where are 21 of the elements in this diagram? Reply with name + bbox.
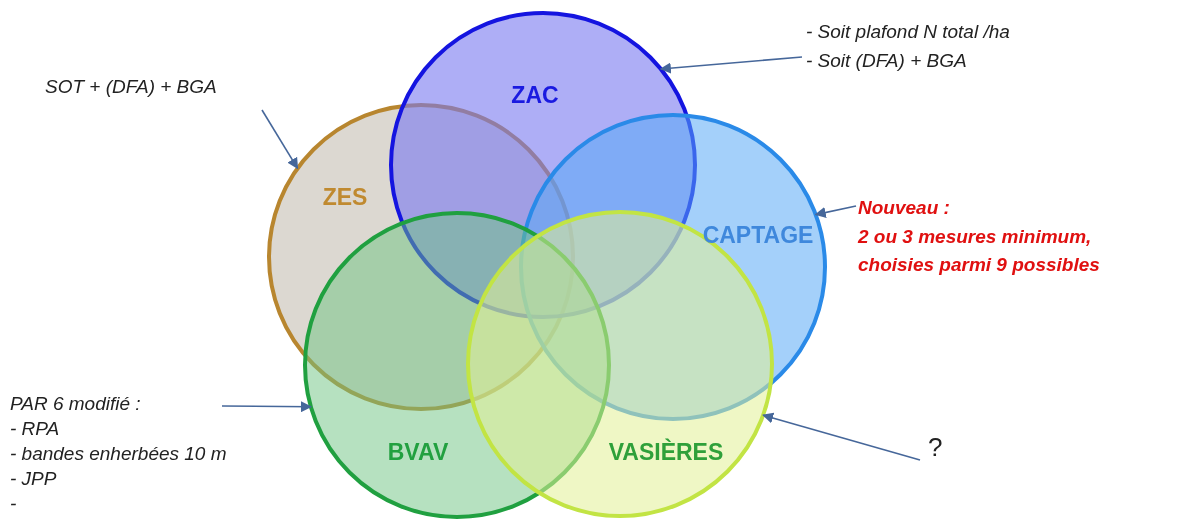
- annotation-text: - JPP: [10, 467, 58, 491]
- arrow: [261, 109, 299, 170]
- annotation-text: 2 ou 3 mesures minimum, choisies parmi 9 possibles: [858, 224, 1101, 277]
- arrow: [659, 56, 803, 74]
- annotation-text: - RPA: [10, 417, 61, 441]
- annotation-text: ?: [928, 431, 943, 464]
- circle-label: VASIÈRES: [608, 437, 724, 467]
- circle-label: ZAC: [511, 80, 559, 110]
- annotation-text: - bandes enherbées 10 m: [10, 442, 227, 466]
- annotation-text: - Soit (DFA) + BGA: [806, 48, 968, 73]
- annotation-text: Nouveau :: [858, 196, 951, 220]
- arrow: [814, 205, 857, 218]
- arrow: [762, 412, 921, 461]
- arrow: [221, 401, 312, 413]
- annotation-text: PAR 6 modifié :: [10, 392, 142, 416]
- annotation-text: -: [10, 492, 18, 516]
- circle-label: ZES: [322, 182, 368, 212]
- circle-label: BVAV: [387, 437, 449, 467]
- annotation-text: - Soit plafond N total /ha: [806, 20, 1010, 44]
- circle-label: CAPTAGE: [702, 220, 814, 250]
- annotation-text: SOT + (DFA) + BGA: [45, 75, 217, 99]
